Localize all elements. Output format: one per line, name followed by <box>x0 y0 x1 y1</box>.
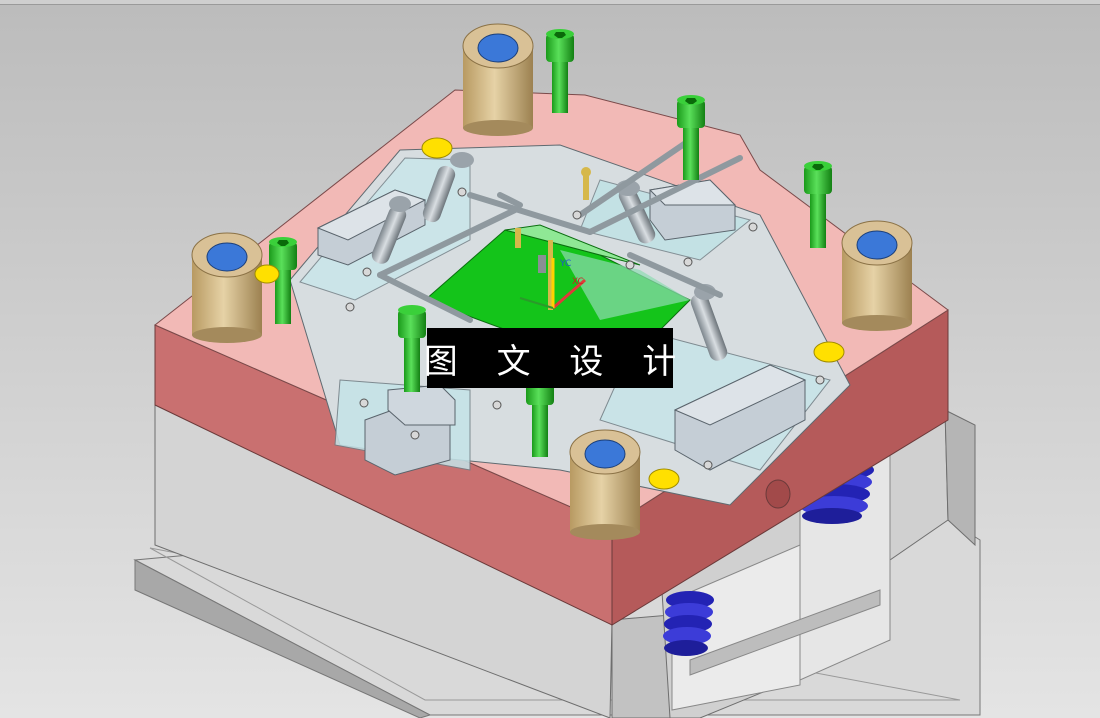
small-bolts <box>345 187 825 470</box>
guide-bushing-right[interactable] <box>841 220 913 331</box>
screw-top-right[interactable] <box>677 95 705 180</box>
core-pins <box>515 167 591 310</box>
screw-center-left[interactable] <box>398 305 426 392</box>
guide-bushing-top[interactable] <box>462 23 534 136</box>
axis-triad: XC YC <box>519 258 586 310</box>
guide-bushing-left[interactable] <box>191 232 263 343</box>
viewport-top-border <box>0 4 1100 5</box>
screw-left[interactable] <box>269 237 297 324</box>
watermark-banner: 图 文 设 计 <box>424 328 676 388</box>
cooling-channels <box>377 137 743 323</box>
axis-label-x: XC <box>572 277 584 287</box>
axis-label-y: YC <box>559 259 571 269</box>
angle-pins <box>371 152 728 361</box>
spring-left <box>663 591 714 656</box>
slider-left-bottom[interactable] <box>364 384 456 476</box>
ejector-markers <box>254 137 845 490</box>
screw-top-left[interactable] <box>546 29 574 113</box>
support-block[interactable] <box>154 399 976 718</box>
watermark-text: 图 文 设 计 <box>423 341 691 382</box>
screw-right[interactable] <box>804 161 832 248</box>
guide-bushing-bottom[interactable] <box>569 429 641 540</box>
slider-right-bottom[interactable] <box>673 364 807 471</box>
core-insert[interactable] <box>424 224 691 346</box>
